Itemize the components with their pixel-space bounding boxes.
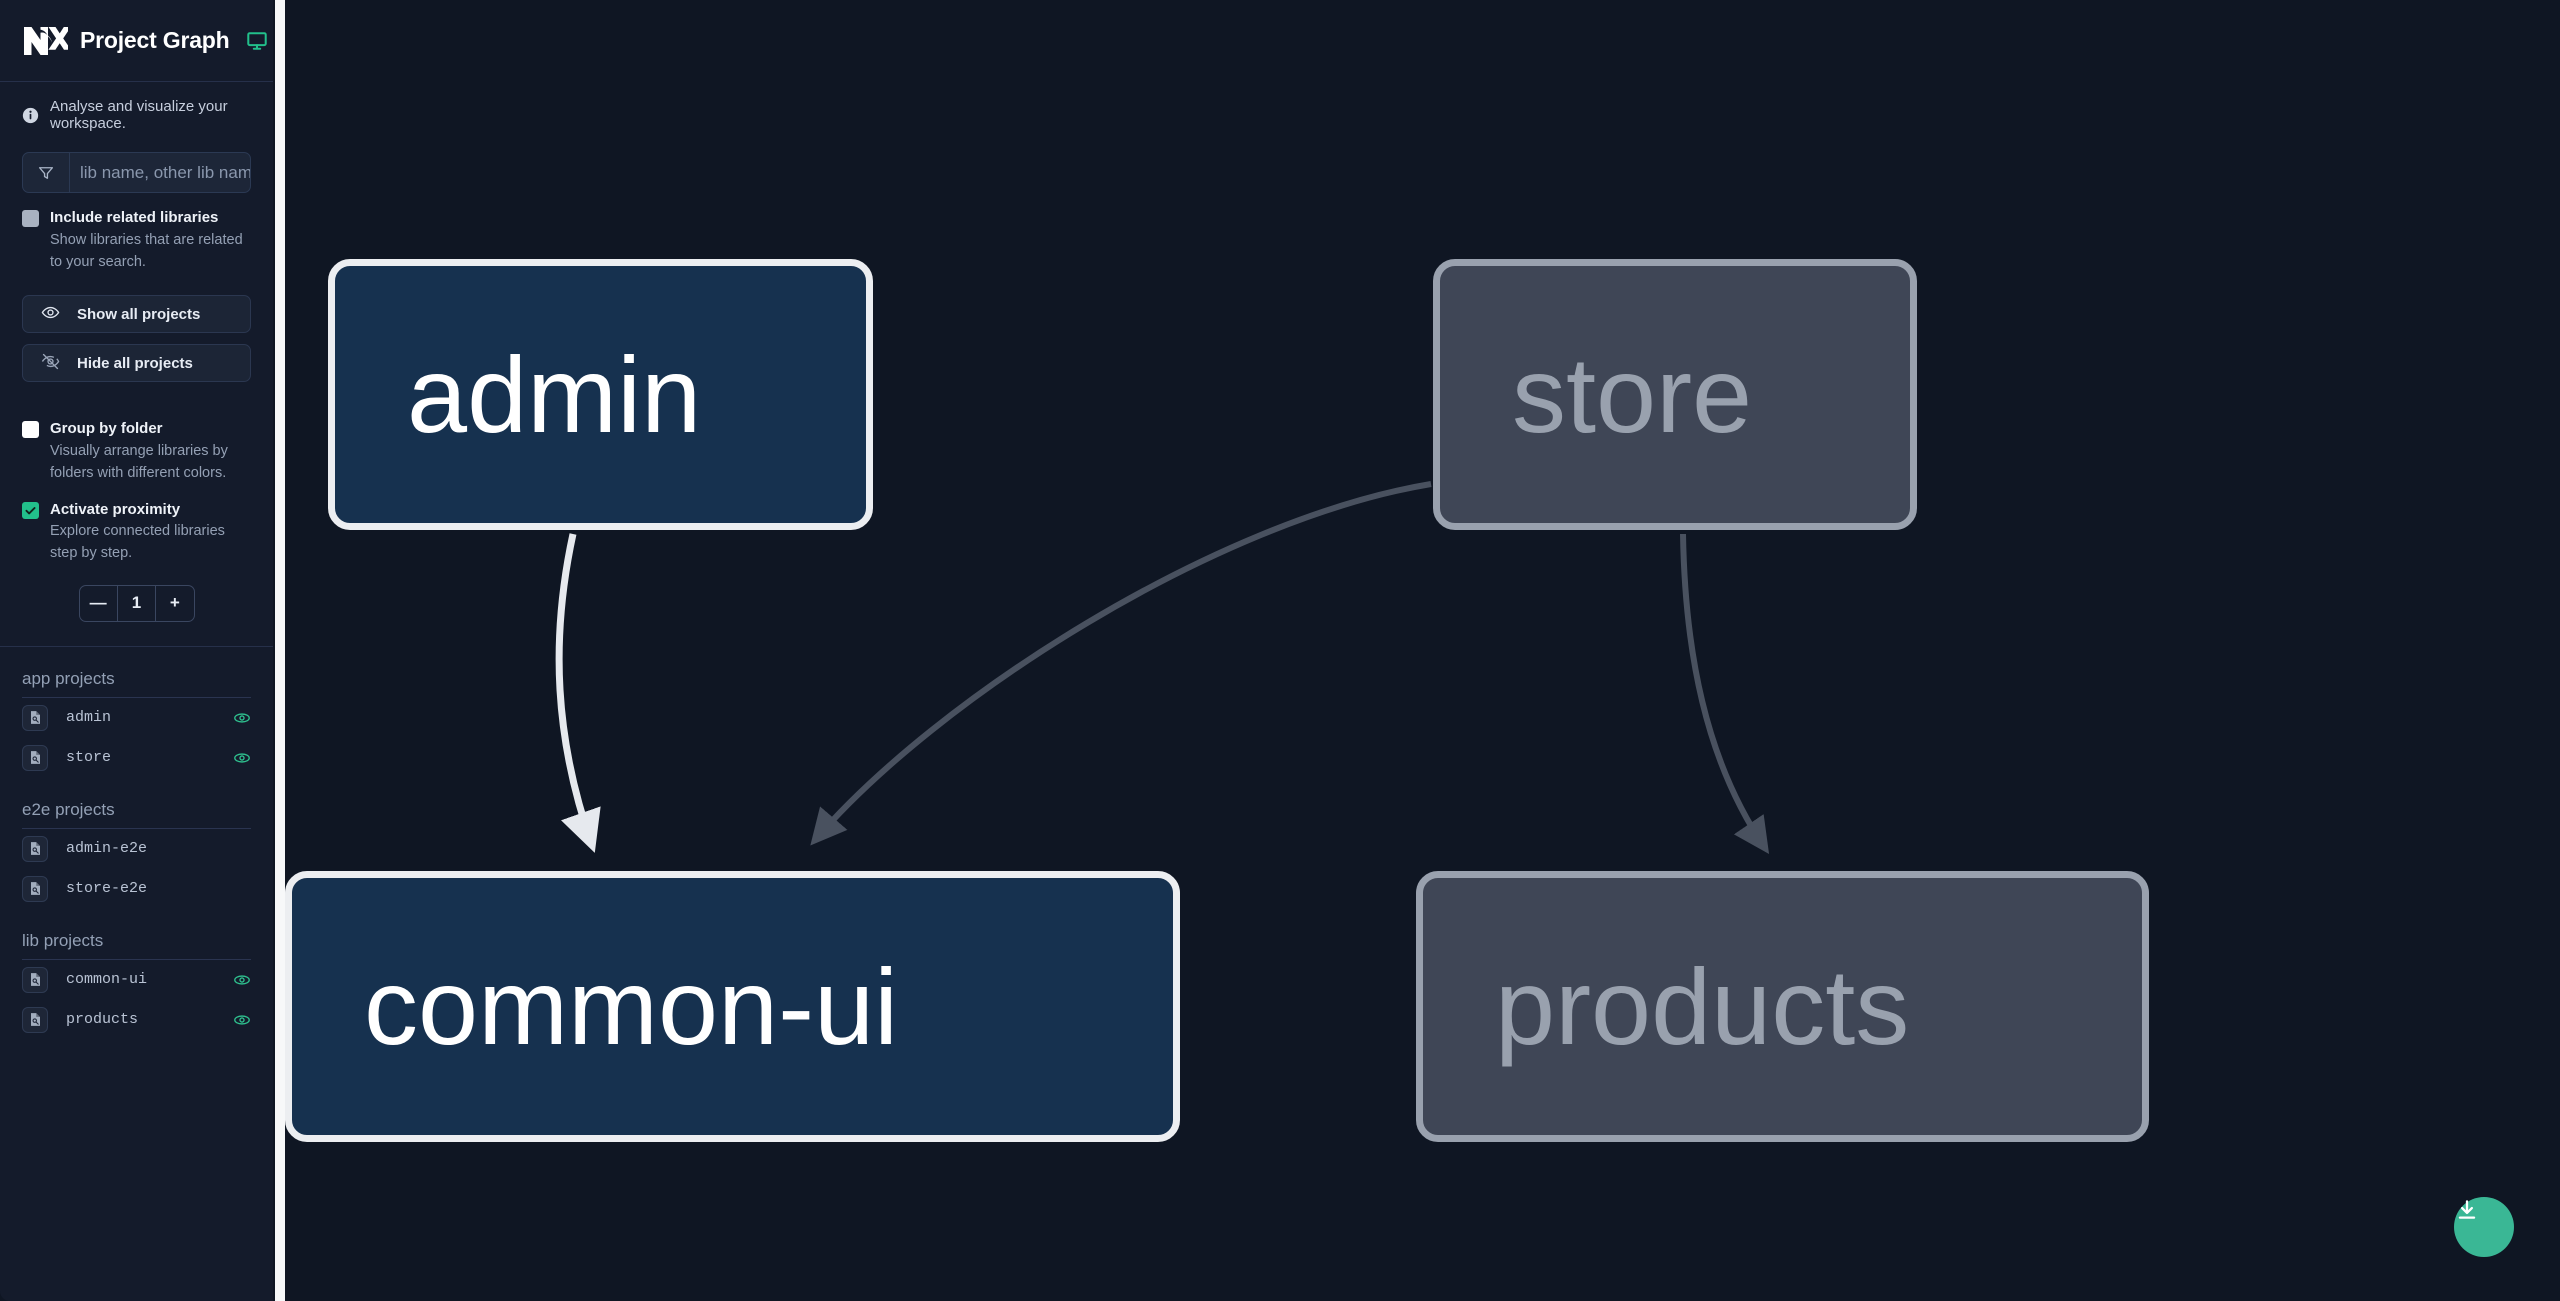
page-title: Project Graph bbox=[80, 27, 230, 53]
option-include-related-libraries[interactable]: Include related libraries Show libraries… bbox=[0, 193, 273, 273]
funnel-icon bbox=[23, 153, 70, 192]
sidebar-scrollbar[interactable] bbox=[275, 0, 285, 1301]
project-group-app: app projects admin bbox=[0, 647, 273, 778]
option-group-by-folder[interactable]: Group by folder Visually arrange librari… bbox=[0, 404, 273, 484]
graph-node-admin[interactable]: admin bbox=[328, 259, 873, 530]
graph-canvas[interactable]: admin store common-ui products bbox=[285, 0, 2560, 1301]
edge-store-to-common-ui bbox=[810, 481, 1432, 846]
eye-outline-icon[interactable] bbox=[233, 1011, 251, 1029]
project-file-icon bbox=[22, 875, 48, 902]
project-file-icon bbox=[22, 1006, 48, 1033]
project-row-admin[interactable]: admin bbox=[22, 698, 251, 738]
option-description: Show libraries that are related to your … bbox=[50, 231, 243, 270]
download-graph-button[interactable] bbox=[2454, 1197, 2514, 1257]
proximity-decrement-button[interactable]: — bbox=[89, 593, 107, 613]
tagline-text: Analyse and visualize your workspace. bbox=[50, 98, 228, 132]
project-name: admin-e2e bbox=[66, 840, 148, 858]
eye-outline-icon[interactable] bbox=[233, 971, 251, 989]
eye-outline-icon[interactable] bbox=[233, 709, 251, 727]
project-group-lib: lib projects common-ui bbox=[0, 909, 273, 1040]
graph-node-common-ui[interactable]: common-ui bbox=[285, 871, 1180, 1142]
hide-all-projects-label: Hide all projects bbox=[77, 354, 193, 372]
option-description: Visually arrange libraries by folders wi… bbox=[50, 443, 228, 481]
edge-admin-to-common-ui bbox=[555, 533, 601, 853]
proximity-stepper: — 1 + bbox=[78, 584, 195, 622]
proximity-increment-button[interactable]: + bbox=[155, 585, 193, 621]
checkbox-include-related-libraries[interactable] bbox=[22, 210, 39, 227]
project-name: store bbox=[66, 749, 112, 767]
checkbox-group-by-folder[interactable] bbox=[22, 421, 39, 439]
eye-icon bbox=[41, 303, 60, 326]
project-row-admin-e2e[interactable]: admin-e2e bbox=[22, 829, 251, 869]
project-row-store-e2e[interactable]: store-e2e bbox=[22, 869, 251, 909]
option-activate-proximity[interactable]: Activate proximity Explore connected lib… bbox=[0, 485, 273, 565]
graph-node-label: common-ui bbox=[364, 945, 899, 1067]
group-heading: app projects bbox=[22, 647, 251, 698]
sidebar-divider bbox=[0, 645, 273, 647]
option-title: Activate proximity bbox=[50, 500, 181, 518]
eye-off-icon bbox=[41, 352, 60, 375]
sidebar-header: Project Graph bbox=[0, 0, 273, 82]
eye-outline-icon[interactable] bbox=[233, 749, 251, 767]
spacer bbox=[0, 382, 273, 404]
graph-node-label: products bbox=[1495, 945, 1910, 1067]
option-description: Explore connected libraries step by step… bbox=[50, 523, 225, 561]
nx-logo-icon bbox=[22, 21, 71, 61]
checkbox-activate-proximity[interactable] bbox=[22, 501, 39, 519]
hide-all-projects-button[interactable]: Hide all projects bbox=[22, 344, 251, 383]
search-field-wrapper bbox=[22, 152, 251, 193]
show-all-projects-button[interactable]: Show all projects bbox=[22, 295, 251, 334]
graph-node-products[interactable]: products bbox=[1416, 871, 2149, 1142]
option-title: Include related libraries bbox=[50, 209, 219, 226]
edge-store-to-products bbox=[1680, 533, 1770, 854]
project-name: admin bbox=[66, 709, 112, 727]
project-file-icon bbox=[22, 704, 48, 731]
tagline: Analyse and visualize your workspace. bbox=[0, 82, 273, 144]
option-title: Group by folder bbox=[50, 420, 163, 438]
project-file-icon bbox=[22, 966, 48, 993]
project-file-icon bbox=[22, 744, 48, 771]
spacer bbox=[0, 273, 273, 295]
project-row-store[interactable]: store bbox=[22, 738, 251, 778]
project-row-products[interactable]: products bbox=[22, 1000, 251, 1040]
search-input[interactable] bbox=[70, 153, 250, 192]
project-group-e2e: e2e projects admin-e2e bbox=[0, 778, 273, 909]
project-name: common-ui bbox=[66, 971, 148, 989]
graph-edges bbox=[555, 481, 1770, 854]
project-name: products bbox=[66, 1011, 139, 1029]
graph-node-label: admin bbox=[407, 333, 702, 455]
proximity-value: 1 bbox=[116, 585, 155, 621]
graph-node-label: store bbox=[1512, 333, 1753, 455]
group-heading: lib projects bbox=[22, 909, 251, 960]
project-name: store-e2e bbox=[66, 880, 148, 898]
project-row-common-ui[interactable]: common-ui bbox=[22, 960, 251, 1000]
graph-node-store[interactable]: store bbox=[1433, 259, 1917, 530]
sidebar: Project Graph Analyse and visualize your… bbox=[0, 0, 273, 1301]
show-all-projects-label: Show all projects bbox=[77, 305, 201, 323]
info-icon bbox=[22, 107, 39, 124]
group-heading: e2e projects bbox=[22, 778, 251, 829]
monitor-icon[interactable] bbox=[246, 30, 268, 52]
project-file-icon bbox=[22, 835, 48, 862]
